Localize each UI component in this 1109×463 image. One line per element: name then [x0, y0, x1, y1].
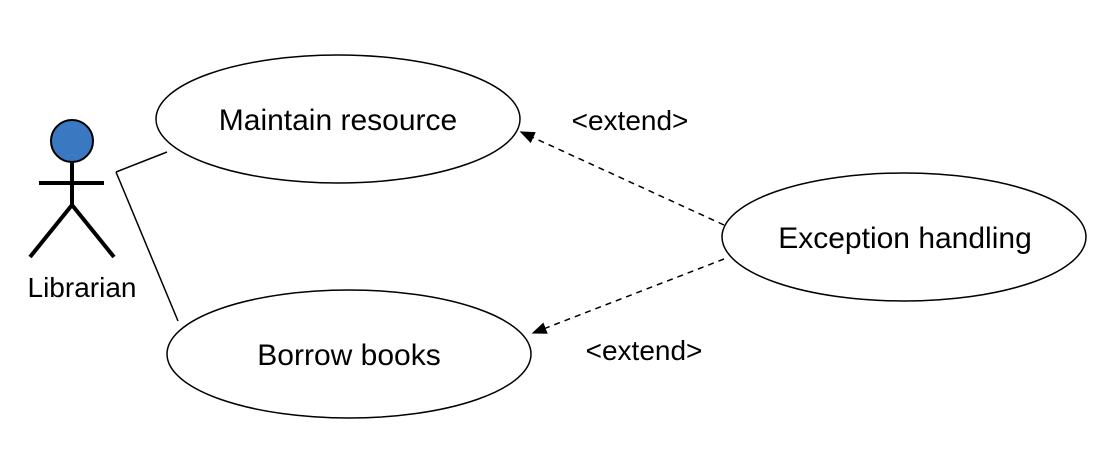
extend-label-top: <extend>: [572, 105, 689, 136]
use-case-label: Borrow books: [257, 339, 440, 372]
association-borrow-books: [115, 171, 179, 322]
extend-label-bottom: <extend>: [586, 335, 703, 366]
actor-head: [50, 119, 94, 163]
actor-librarian: Librarian: [28, 119, 137, 303]
use-case-exception-handling: Exception handling: [721, 172, 1087, 302]
use-case-maintain-resource: Maintain resource: [155, 54, 521, 184]
use-case-borrow-books: Borrow books: [166, 289, 532, 419]
actor-label: Librarian: [28, 272, 137, 303]
actor-left-leg: [28, 203, 74, 259]
actor-right-leg: [70, 203, 116, 259]
extend-arrow-maintain: [519, 131, 725, 226]
use-case-label: Maintain resource: [219, 104, 457, 137]
use-case-label: Exception handling: [778, 222, 1032, 255]
extend-arrow-borrow: [531, 258, 725, 334]
association-maintain-resource: [115, 151, 168, 173]
